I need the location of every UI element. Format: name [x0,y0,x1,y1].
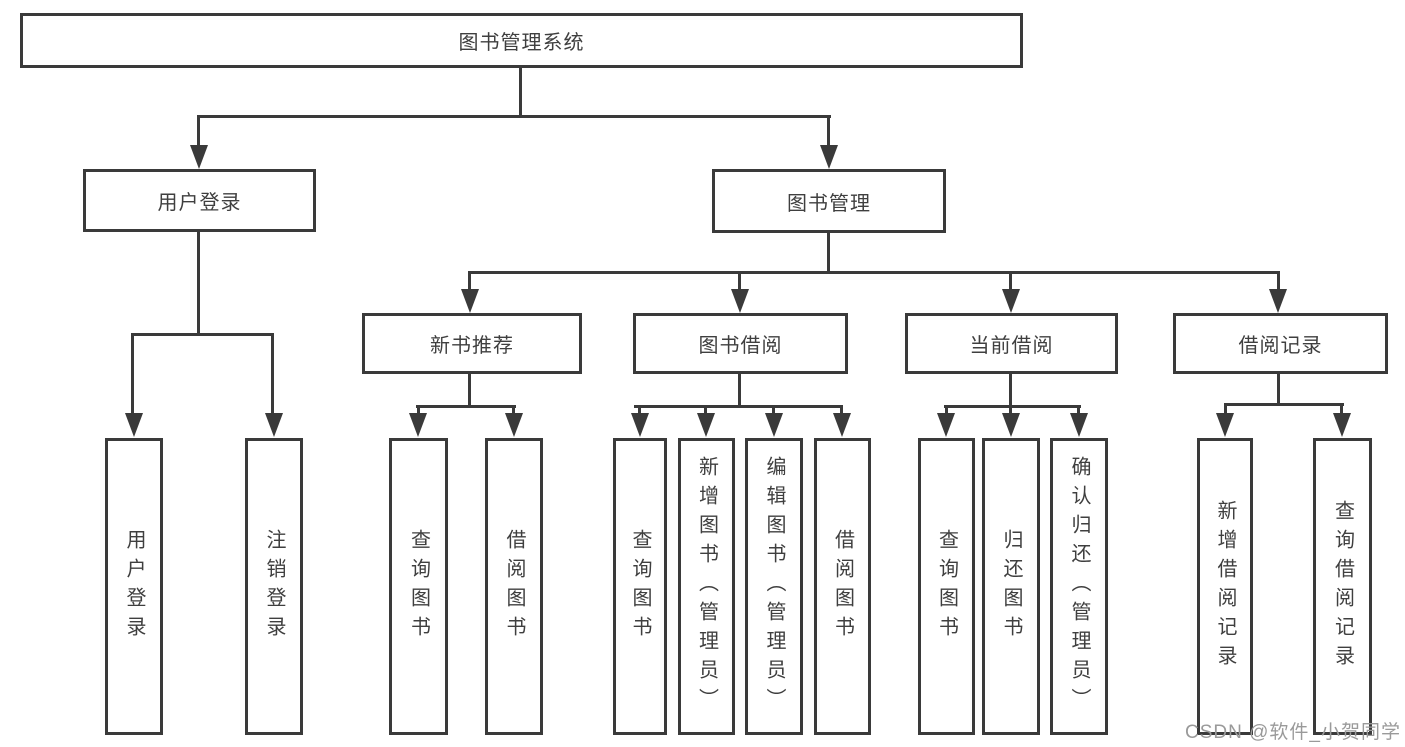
connector-line [197,115,200,147]
arrowhead-down-icon [265,413,283,437]
node-book-management-label: 图书管理 [787,192,871,215]
connector-line [468,374,471,407]
node-root: 图书管理系统 [20,13,1023,68]
arrowhead-down-icon [1333,413,1351,437]
arrowhead-down-icon [505,413,523,437]
arrowhead-down-icon [820,145,838,169]
leaf-query-book-1: 查询图书 [389,438,448,735]
arrowhead-down-icon [1002,289,1020,313]
leaf-confirm-return-admin: 确认归还（管理员） [1050,438,1108,735]
node-user-login: 用户登录 [83,169,316,232]
leaf-borrow-book-2: 借阅图书 [814,438,871,735]
connector-line [944,405,1081,408]
node-new-book-recommend-label: 新书推荐 [430,335,514,357]
connector-line [468,271,471,296]
connector-line [840,405,843,419]
node-current-borrow: 当前借阅 [905,313,1118,374]
node-borrow-records: 借阅记录 [1173,313,1388,374]
arrowhead-down-icon [1002,413,1020,437]
leaf-borrow-book-1-label: 借阅图书 [503,528,525,645]
connector-line [772,405,775,419]
leaf-borrow-book-2-label: 借阅图书 [831,528,854,645]
leaf-logout: 注销登录 [245,438,303,735]
leaf-query-borrow-record: 查询借阅记录 [1313,438,1372,735]
connector-line [827,233,830,273]
connector-line [738,271,741,296]
connector-line [1277,271,1280,296]
arrowhead-down-icon [631,413,649,437]
node-new-book-recommend: 新书推荐 [362,313,582,374]
arrowhead-down-icon [833,413,851,437]
leaf-query-book-1-label: 查询图书 [407,528,430,645]
connector-line [1077,405,1080,419]
leaf-add-book-admin: 新增图书（管理员） [678,438,735,735]
connector-line [131,333,274,336]
node-root-label: 图书管理系统 [458,32,585,54]
node-book-borrow: 图书借阅 [633,313,848,374]
connector-line [1224,403,1344,406]
connector-line [1277,374,1280,405]
leaf-borrow-book-1: 借阅图书 [485,438,543,735]
connector-line [131,333,134,415]
connector-line [1009,271,1012,296]
leaf-return-book-label: 归还图书 [1000,528,1022,645]
arrowhead-down-icon [1070,413,1088,437]
leaf-query-book-2-label: 查询图书 [629,528,651,645]
connector-line [738,374,741,407]
connector-line [827,115,830,147]
csdn-watermark: CSDN @软件_小贺同学 [1185,722,1401,743]
leaf-logout-label: 注销登录 [263,528,285,645]
node-book-borrow-label: 图书借阅 [698,335,783,357]
node-book-management: 图书管理 [712,169,946,233]
connector-line [197,232,200,335]
leaf-add-borrow-record: 新增借阅记录 [1197,438,1253,735]
leaf-user-login-label: 用户登录 [123,528,145,645]
node-borrow-records-label: 借阅记录 [1238,335,1323,357]
arrowhead-down-icon [461,289,479,313]
connector-line [704,405,707,419]
connector-line [1009,374,1012,407]
arrowhead-down-icon [697,413,715,437]
arrowhead-down-icon [190,145,208,169]
arrowhead-down-icon [1216,413,1234,437]
node-current-borrow-label: 当前借阅 [969,335,1054,357]
leaf-user-login: 用户登录 [105,438,163,735]
arrowhead-down-icon [409,413,427,437]
connector-line [1340,403,1343,419]
leaf-query-book-3-label: 查询图书 [935,528,958,645]
node-user-login-label: 用户登录 [157,192,242,214]
leaf-query-borrow-record-label: 查询借阅记录 [1331,499,1354,674]
leaf-edit-book-admin-label: 编辑图书（管理员） [763,456,785,717]
connector-line [416,405,516,408]
arrowhead-down-icon [125,413,143,437]
connector-line [512,405,515,419]
connector-line [1224,403,1227,419]
leaf-return-book: 归还图书 [982,438,1040,735]
arrowhead-down-icon [731,289,749,313]
leaf-edit-book-admin: 编辑图书（管理员） [745,438,803,735]
leaf-add-book-admin-label: 新增图书（管理员） [695,456,718,717]
connector-line [468,271,1280,274]
connector-line [271,333,274,415]
leaf-confirm-return-admin-label: 确认归还（管理员） [1068,456,1090,717]
leaf-add-borrow-record-label: 新增借阅记录 [1214,499,1236,674]
leaf-query-book-3: 查询图书 [918,438,975,735]
connector-line [417,405,420,419]
connector-line [519,68,522,117]
connector-line [634,405,843,408]
arrowhead-down-icon [765,413,783,437]
arrowhead-down-icon [937,413,955,437]
leaf-query-book-2: 查询图书 [613,438,667,735]
connector-line [197,115,831,118]
arrowhead-down-icon [1269,289,1287,313]
connector-line [1009,405,1012,419]
connector-line [638,405,641,419]
connector-line [945,405,948,419]
